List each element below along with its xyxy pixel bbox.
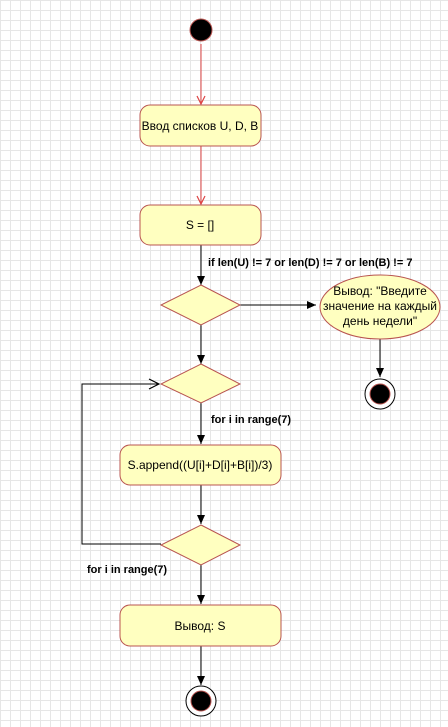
end-node-error <box>364 378 396 410</box>
error-text-line-2: значение на каждый <box>323 299 437 313</box>
edge-label-condition: if len(U) != 7 or len(D) != 7 or len(B) … <box>208 257 412 269</box>
decision-loop-entry <box>159 363 242 404</box>
decision-loop-merge <box>159 524 242 566</box>
action-output-s: Вывод: S <box>119 604 282 647</box>
action-input-lists-text: Ввод списков U, D, B <box>142 119 259 133</box>
action-append: S.append((U[i]+D[i]+B[i])/3) <box>119 444 282 486</box>
edges <box>81 44 384 685</box>
end-node-main <box>185 685 217 717</box>
action-output-s-text: Вывод: S <box>175 619 226 633</box>
edge-loop-back <box>81 384 161 545</box>
action-input-lists: Ввод списков U, D, B <box>139 104 262 147</box>
action-init-s: S = [] <box>139 204 262 246</box>
start-node <box>189 18 213 42</box>
decision-length-check <box>159 284 242 326</box>
action-append-text: S.append((U[i]+D[i]+B[i])/3) <box>128 458 273 472</box>
action-init-s-text: S = [] <box>186 218 214 232</box>
error-text-line-1: Вывод: "Введите <box>333 284 427 298</box>
action-error-output: Вывод: "Введите значение на каждый день … <box>319 274 441 340</box>
edge-label-loop-top: for i in range(7) <box>211 414 291 426</box>
error-text-line-3: день недели" <box>343 314 417 328</box>
edge-label-loop-bottom: for i in range(7) <box>87 564 167 576</box>
